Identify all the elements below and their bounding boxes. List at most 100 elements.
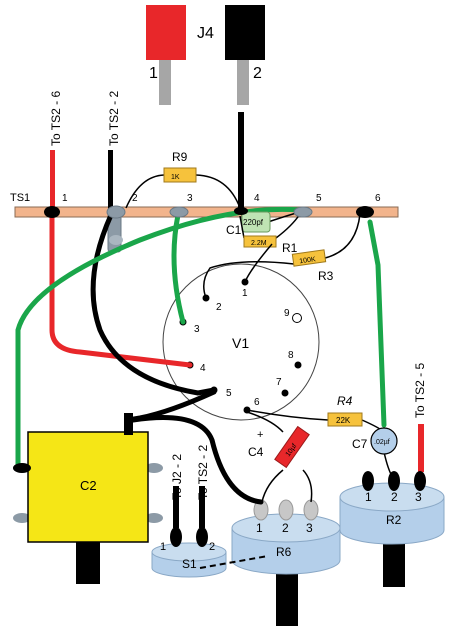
wire-black-lug2-v1-5 (90, 212, 217, 396)
to-ts2-2-label: To TS2 - 2 (107, 91, 121, 146)
v1-pin-3-label: 3 (194, 324, 200, 335)
r2-pin3-label: 3 (415, 490, 422, 504)
wire-red-lug1-v1-4 (49, 212, 193, 368)
r6-pin3-label: 3 (306, 521, 313, 535)
j4-red-plug (146, 5, 186, 60)
wire-red-ts2-6 (50, 150, 55, 210)
c2-body (27, 431, 149, 543)
r1-label: R1 (282, 241, 298, 255)
ts1-lug-6 (356, 206, 374, 218)
to-ts2-2-switch-label: To TS2 - 2 (196, 445, 210, 500)
c4-body (274, 425, 310, 469)
c2-tab (145, 513, 163, 523)
ts1-lug-1 (44, 206, 60, 218)
ts1-ground-post-hole (109, 235, 123, 245)
c2-tab (145, 463, 163, 473)
j4-black-plug (225, 5, 265, 60)
r9-lead-right (195, 174, 241, 209)
r3-value: 100K (299, 256, 316, 265)
r2-lug-2 (388, 471, 400, 491)
ts1-lug-6-label: 6 (375, 193, 381, 204)
r9-value: 1K (171, 174, 180, 181)
r3-body (291, 249, 327, 267)
j4-pin1-label: 1 (149, 65, 158, 82)
ts1-lug-2 (106, 205, 126, 219)
s1-label: S1 (182, 557, 197, 571)
v1-pin-9-label: 9 (284, 308, 290, 319)
r2-potentiometer: 1 2 3 R2 (339, 482, 445, 587)
c7-value: .02µf (374, 439, 390, 446)
r6-potentiometer: 1 2 3 R6 (231, 499, 341, 626)
s1-pin1-label: 1 (160, 541, 166, 553)
r9-body (163, 167, 197, 183)
wire-green-lug3-v1-3 (171, 212, 186, 325)
s1-lug-2 (196, 527, 208, 547)
s1-switch: S1 1 2 (151, 541, 227, 578)
ts1-lug-1-label: 1 (62, 193, 68, 204)
to-j2-2-label: To J2 - 2 (170, 454, 184, 500)
r1-pin1-lead (244, 243, 273, 283)
j4-red-pin (159, 60, 171, 105)
v1-pin-9 (292, 313, 302, 323)
wire-green-lug6-c7 (367, 219, 387, 428)
r1-body (243, 235, 277, 248)
c2-terminal (124, 413, 133, 435)
r6-shaft (276, 568, 298, 626)
v1-pin-5-label: 5 (226, 388, 232, 399)
ts1-lug-2-label: 2 (132, 193, 138, 204)
v1-pin-8 (294, 361, 302, 369)
c4-label: C4 (248, 445, 264, 459)
v1-tube-socket: V1 1 2 3 4 5 6 7 8 9 (162, 263, 320, 421)
r1-value: 2.2M (251, 240, 267, 247)
c7-body (370, 427, 398, 455)
v1-label: V1 (232, 335, 249, 351)
ts1-lug-5-label: 5 (316, 193, 322, 204)
c2-tab (13, 513, 31, 523)
r4-label: R4 (337, 394, 353, 408)
s1-pin2-label: 2 (209, 541, 215, 553)
ts1-lug-5 (293, 206, 313, 218)
r4-value: 22K (336, 416, 351, 425)
r2-shaft (383, 535, 405, 587)
c4-leads (246, 411, 313, 503)
r6-label: R6 (276, 545, 292, 559)
wire-black-j4-lug4 (238, 112, 244, 209)
r6-pin2-label: 2 (282, 521, 289, 535)
r9-label: R9 (172, 150, 188, 164)
r6-pin1-label: 1 (256, 521, 263, 535)
j4-label: J4 (197, 25, 214, 42)
c2-label: C2 (80, 478, 97, 493)
c7-label: C7 (352, 437, 368, 451)
j4-connector: J4 1 2 (146, 5, 265, 105)
v1-pin-7-label: 7 (276, 377, 282, 388)
r6-lug-2 (278, 499, 294, 521)
r2-pin2-label: 2 (391, 490, 398, 504)
wire-red-ts2-5 (418, 424, 424, 472)
ts1-lug-4 (234, 207, 248, 215)
ts1-board (14, 206, 399, 218)
v1-pin-2-label: 2 (216, 302, 222, 313)
wire-black-ts2-2 (108, 150, 113, 210)
c1-label: C1 (226, 223, 242, 237)
s1-top (151, 542, 227, 562)
r2-lug-1 (362, 471, 374, 491)
ts1-lug-3-label: 3 (187, 193, 193, 204)
to-ts2-6-label: To TS2 - 6 (49, 91, 63, 146)
to-ts2-5-label: To TS2 - 5 (413, 363, 427, 418)
r2-lug-3 (414, 471, 426, 491)
c2-green-terminal (13, 463, 31, 473)
wire-s1-2 (199, 486, 205, 528)
v1-pin-1-label: 1 (242, 288, 248, 299)
c2-capacitor: C2 (13, 431, 163, 584)
s1-r6-link (199, 555, 269, 569)
v1-outline (162, 263, 320, 421)
c4-polarity: + (257, 429, 263, 441)
r3-label: R3 (318, 269, 334, 283)
ts1-lug-3 (169, 206, 189, 218)
v1-pin-7 (281, 389, 289, 397)
c2-shaft (76, 542, 100, 584)
c1-body (241, 211, 271, 233)
wire-s1-1 (173, 486, 179, 528)
wire-green-lug5-c2 (15, 206, 303, 468)
